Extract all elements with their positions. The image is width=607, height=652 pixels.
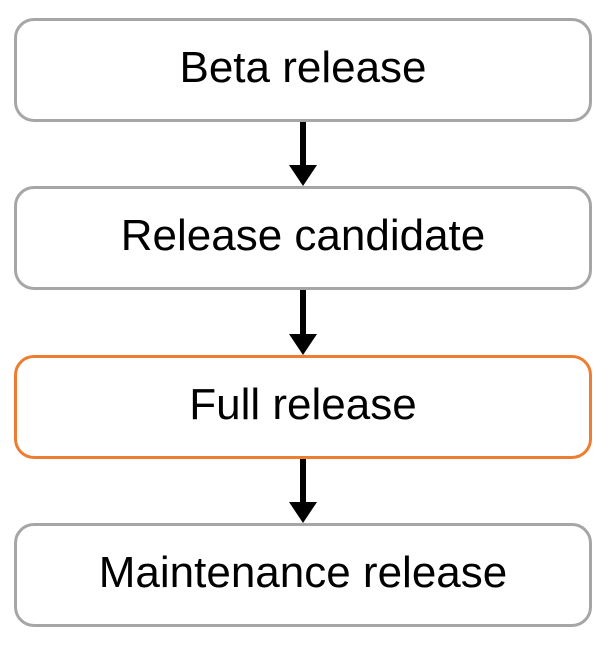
down-arrow-icon bbox=[14, 458, 592, 523]
down-arrow-icon bbox=[14, 290, 592, 355]
node-full-release: Full release bbox=[14, 354, 592, 459]
node-label: Release candidate bbox=[120, 211, 486, 261]
arrow-head bbox=[289, 333, 317, 355]
node-label: Full release bbox=[189, 379, 417, 429]
node-label: Maintenance release bbox=[98, 547, 508, 597]
arrow-shaft bbox=[300, 122, 306, 166]
arrow-head bbox=[289, 501, 317, 523]
arrow-shaft bbox=[300, 290, 306, 334]
node-label: Beta release bbox=[179, 43, 427, 92]
arrow-shaft bbox=[300, 458, 306, 502]
node-maintenance-release: Maintenance release bbox=[14, 522, 592, 627]
node-release-candidate: Release candidate bbox=[14, 186, 592, 291]
arrow-head bbox=[289, 165, 317, 187]
down-arrow-icon bbox=[14, 122, 592, 187]
node-beta-release: Beta release bbox=[14, 18, 592, 122]
